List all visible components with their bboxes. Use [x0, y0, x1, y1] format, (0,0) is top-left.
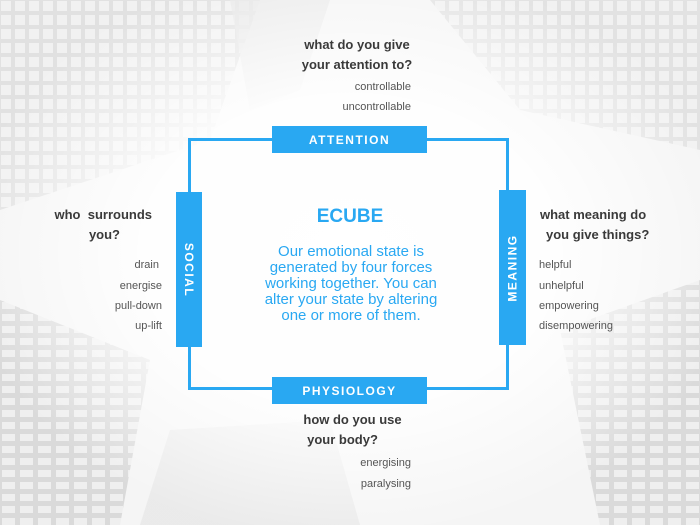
- social-label: SOCIAL: [182, 242, 196, 297]
- physiology-label: PHYSIOLOGY: [302, 383, 397, 398]
- attention-label: ATTENTION: [308, 132, 391, 147]
- attention-question-line2: your attention to?: [301, 57, 413, 72]
- attention-item-uncontrollable: uncontrollable: [342, 101, 412, 113]
- meaning-label-box: MEANING: [499, 190, 526, 345]
- social-question: who surrounds you?: [30, 205, 153, 245]
- meaning-question: what meaning do you give things?: [540, 205, 665, 245]
- attention-question: what do you give your attention to?: [292, 35, 422, 75]
- meaning-question-line2: you give things?: [546, 227, 650, 242]
- social-item-pull-down: pull-down: [114, 300, 162, 312]
- meaning-label: MEANING: [505, 233, 520, 302]
- physiology-question-line2: your body?: [307, 432, 378, 447]
- physiology-question: how do you use your body?: [290, 410, 415, 450]
- social-question-line2: you?: [88, 227, 120, 242]
- meaning-question-line1: what meaning do: [540, 207, 647, 222]
- meaning-item-empowering: empowering: [539, 300, 599, 312]
- social-item-energise: energise: [119, 280, 162, 292]
- diagram-description: Our emotional state is generated by four…: [264, 243, 438, 324]
- meaning-item-helpful: helpful: [539, 259, 572, 271]
- meaning-item-unhelpful: unhelpful: [539, 280, 584, 292]
- physiology-item-paralysing: paralysing: [360, 478, 411, 490]
- physiology-question-line1: how do you use: [303, 412, 402, 427]
- social-item-drain: drain: [134, 259, 159, 271]
- physiology-label-box: PHYSIOLOGY: [272, 377, 427, 404]
- diagram-title: ECUBE: [316, 206, 384, 227]
- attention-label-box: ATTENTION: [272, 126, 427, 153]
- attention-item-controllable: controllable: [354, 81, 411, 93]
- social-label-box: SOCIAL: [176, 192, 202, 347]
- physiology-item-energising: energising: [360, 457, 411, 469]
- social-question-line1: who surrounds: [54, 207, 153, 222]
- social-item-up-lift: up-lift: [135, 320, 162, 332]
- meaning-item-disempowering: disempowering: [539, 320, 613, 332]
- attention-question-line1: what do you give: [304, 37, 410, 52]
